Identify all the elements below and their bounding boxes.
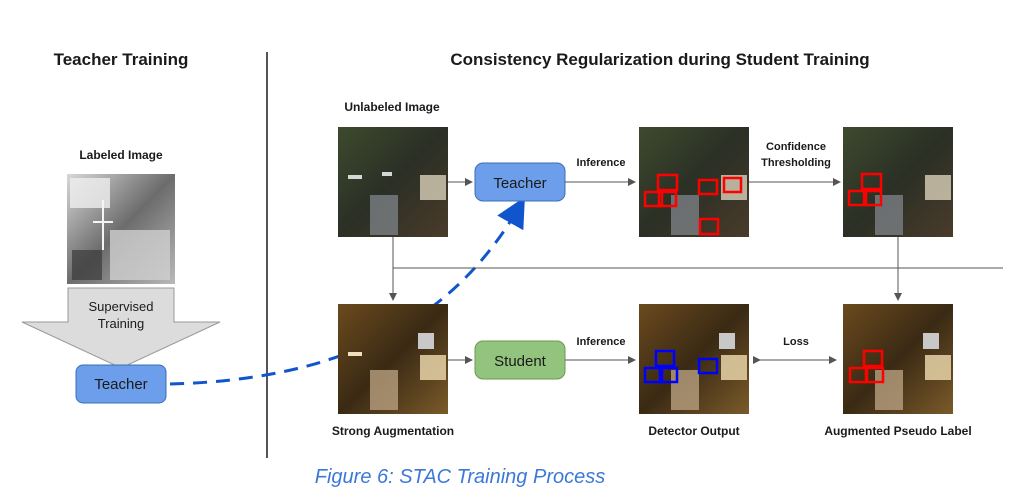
detector-output-label: Detector Output bbox=[648, 424, 739, 438]
strong-augmentation-label: Strong Augmentation bbox=[332, 424, 454, 438]
threshold-label-line1: Confidence bbox=[766, 141, 826, 153]
strong-augmentation-image bbox=[338, 304, 448, 414]
left-teacher-box bbox=[75, 364, 167, 404]
right-heading: Consistency Regularization during Studen… bbox=[450, 50, 869, 69]
figure-caption: Figure 6: STAC Training Process bbox=[315, 466, 605, 488]
augmented-pseudo-label-image bbox=[843, 304, 953, 414]
right-teacher-label: Teacher bbox=[493, 175, 546, 192]
inference-top-label: Inference bbox=[577, 157, 626, 169]
unlabeled-image bbox=[338, 127, 448, 237]
left-teacher-label: Teacher bbox=[94, 376, 147, 393]
detector-output-image bbox=[639, 304, 749, 414]
supervised-label-line1: Supervised bbox=[88, 299, 153, 314]
supervised-training-arrow bbox=[21, 287, 221, 369]
threshold-label-line2: Thresholding bbox=[761, 157, 831, 169]
thresholded-image bbox=[843, 127, 953, 237]
student-label: Student bbox=[494, 353, 547, 370]
left-heading: Teacher Training bbox=[54, 50, 189, 69]
labeled-image bbox=[67, 174, 175, 284]
supervised-label-line2: Training bbox=[98, 316, 144, 331]
inference-bottom-label: Inference bbox=[577, 336, 626, 348]
labeled-image-label: Labeled Image bbox=[79, 148, 163, 162]
loss-label: Loss bbox=[783, 336, 809, 348]
teacher-prediction-image bbox=[639, 127, 749, 237]
pseudo-label-label: Augmented Pseudo Label bbox=[824, 424, 971, 438]
unlabeled-image-label: Unlabeled Image bbox=[344, 100, 440, 114]
